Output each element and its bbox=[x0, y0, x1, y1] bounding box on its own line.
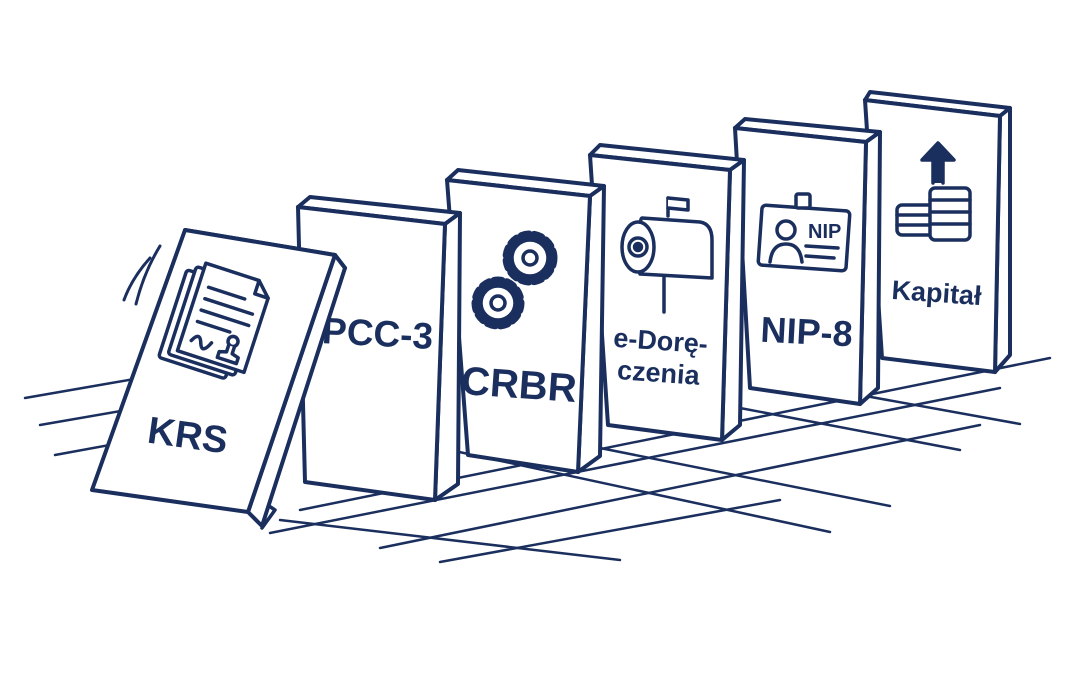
domino-kapital: Kapitał bbox=[863, 90, 1012, 374]
label-line: NIP-8 bbox=[760, 309, 854, 355]
label-line: PCC-3 bbox=[321, 310, 434, 357]
domino-e-doreczenia: e-Dorę-czenia bbox=[588, 143, 746, 442]
domino-label-crbr: CRBR bbox=[460, 359, 578, 411]
domino-krs: KRS bbox=[90, 228, 347, 530]
badge-text: NIP bbox=[808, 221, 841, 243]
label-line: czenia bbox=[616, 355, 701, 391]
gears-icon bbox=[471, 230, 558, 330]
domino-nip-8: NIP NIP-8 bbox=[733, 117, 882, 406]
motion-lines bbox=[122, 244, 162, 306]
label-line: CRBR bbox=[460, 359, 578, 411]
documents-stamp-icon bbox=[157, 261, 270, 380]
domino-crbr: CRBR bbox=[445, 168, 606, 474]
coins-arrow-up-icon bbox=[895, 141, 972, 242]
domino-pcc-3: PCC-3 bbox=[296, 195, 462, 502]
label-line: e-Dorę- bbox=[612, 323, 708, 360]
label-line: Kapitał bbox=[891, 275, 983, 311]
domino-label-nip-8: NIP-8 bbox=[760, 309, 854, 355]
domino-label-pcc-3: PCC-3 bbox=[321, 310, 434, 357]
domino-label-e-doreczenia: e-Dorę-czenia bbox=[610, 323, 709, 391]
domino-label-kapital: Kapitał bbox=[891, 275, 983, 311]
id-badge-icon: NIP bbox=[756, 192, 852, 273]
mailbox-icon bbox=[620, 196, 714, 314]
